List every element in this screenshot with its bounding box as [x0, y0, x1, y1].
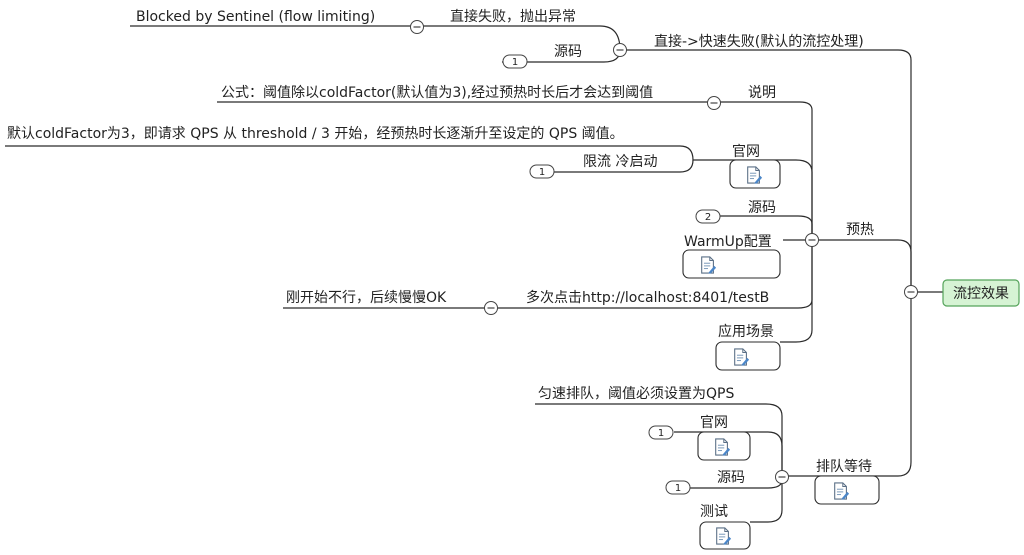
warmup-scene-label[interactable]: 应用场景 — [718, 323, 774, 340]
svg-text:1: 1 — [539, 167, 545, 178]
branch-fail-fast[interactable]: 直接->快速失败(默认的流控处理) — [654, 33, 864, 50]
svg-text:1: 1 — [675, 483, 681, 494]
collapse-toggle-root[interactable] — [904, 285, 918, 299]
queue-test-label[interactable]: 测试 — [700, 504, 728, 520]
fail-fast-source-label[interactable]: 源码 — [554, 44, 582, 60]
collapse-toggle-click[interactable] — [484, 301, 498, 315]
root-node[interactable]: 流控效果 — [942, 279, 1020, 307]
collapse-toggle-explain[interactable] — [707, 96, 721, 110]
svg-text:1: 1 — [512, 57, 518, 68]
connector-lines — [5, 25, 943, 523]
warmup-default-desc[interactable]: 默认coldFactor为3，即请求 QPS 从 threshold / 3 开… — [7, 126, 624, 142]
warmup-flow-cold-badge[interactable]: 1 — [529, 164, 555, 179]
queue-uniform-text[interactable]: 匀速排队，阈值必须设置为QPS — [538, 386, 734, 402]
queue-source-badge[interactable]: 1 — [665, 480, 691, 495]
warmup-source-badge[interactable]: 2 — [695, 209, 721, 224]
warmup-scene-note-card[interactable] — [715, 341, 781, 371]
warmup-label[interactable]: 预热 — [846, 222, 874, 238]
warmup-click-text[interactable]: 多次点击http://localhost:8401/testB — [526, 289, 769, 306]
svg-text:1: 1 — [658, 428, 664, 439]
warmup-formula-text[interactable]: 公式：阈值除以coldFactor(默认值为3),经过预热时长后才会达到阈值 — [221, 85, 653, 101]
queue-label[interactable]: 排队等待 — [816, 458, 872, 475]
fail-fast-source-badge[interactable]: 1 — [502, 54, 528, 69]
warmup-config-note-card[interactable] — [682, 249, 781, 279]
collapse-toggle-direct-fail[interactable] — [410, 20, 424, 34]
blocked-text[interactable]: Blocked by Sentinel (flow limiting) — [136, 9, 375, 25]
warmup-config-label[interactable]: WarmUp配置 — [684, 234, 772, 250]
warmup-result-text[interactable]: 刚开始不行，后续慢慢OK — [286, 289, 447, 306]
queue-official-label[interactable]: 官网 — [700, 415, 728, 431]
warmup-source-label[interactable]: 源码 — [748, 200, 776, 216]
warmup-flow-cold-label[interactable]: 限流 冷启动 — [583, 154, 657, 170]
warmup-explain-label[interactable]: 说明 — [748, 85, 776, 101]
collapse-toggle-warmup[interactable] — [805, 233, 819, 247]
collapse-toggle-fail-fast[interactable] — [613, 43, 627, 57]
queue-source-label[interactable]: 源码 — [717, 470, 745, 486]
collapse-toggle-queue[interactable] — [775, 470, 789, 484]
queue-note-card[interactable] — [814, 475, 880, 505]
root-label: 流控效果 — [953, 286, 1009, 302]
warmup-official-label[interactable]: 官网 — [732, 144, 760, 160]
svg-text:2: 2 — [705, 212, 711, 223]
direct-fail-label[interactable]: 直接失败，抛出异常 — [450, 8, 576, 25]
fail-fast-label: 直接->快速失败(默认的流控处理) — [654, 33, 864, 50]
queue-official-badge[interactable]: 1 — [648, 425, 674, 440]
